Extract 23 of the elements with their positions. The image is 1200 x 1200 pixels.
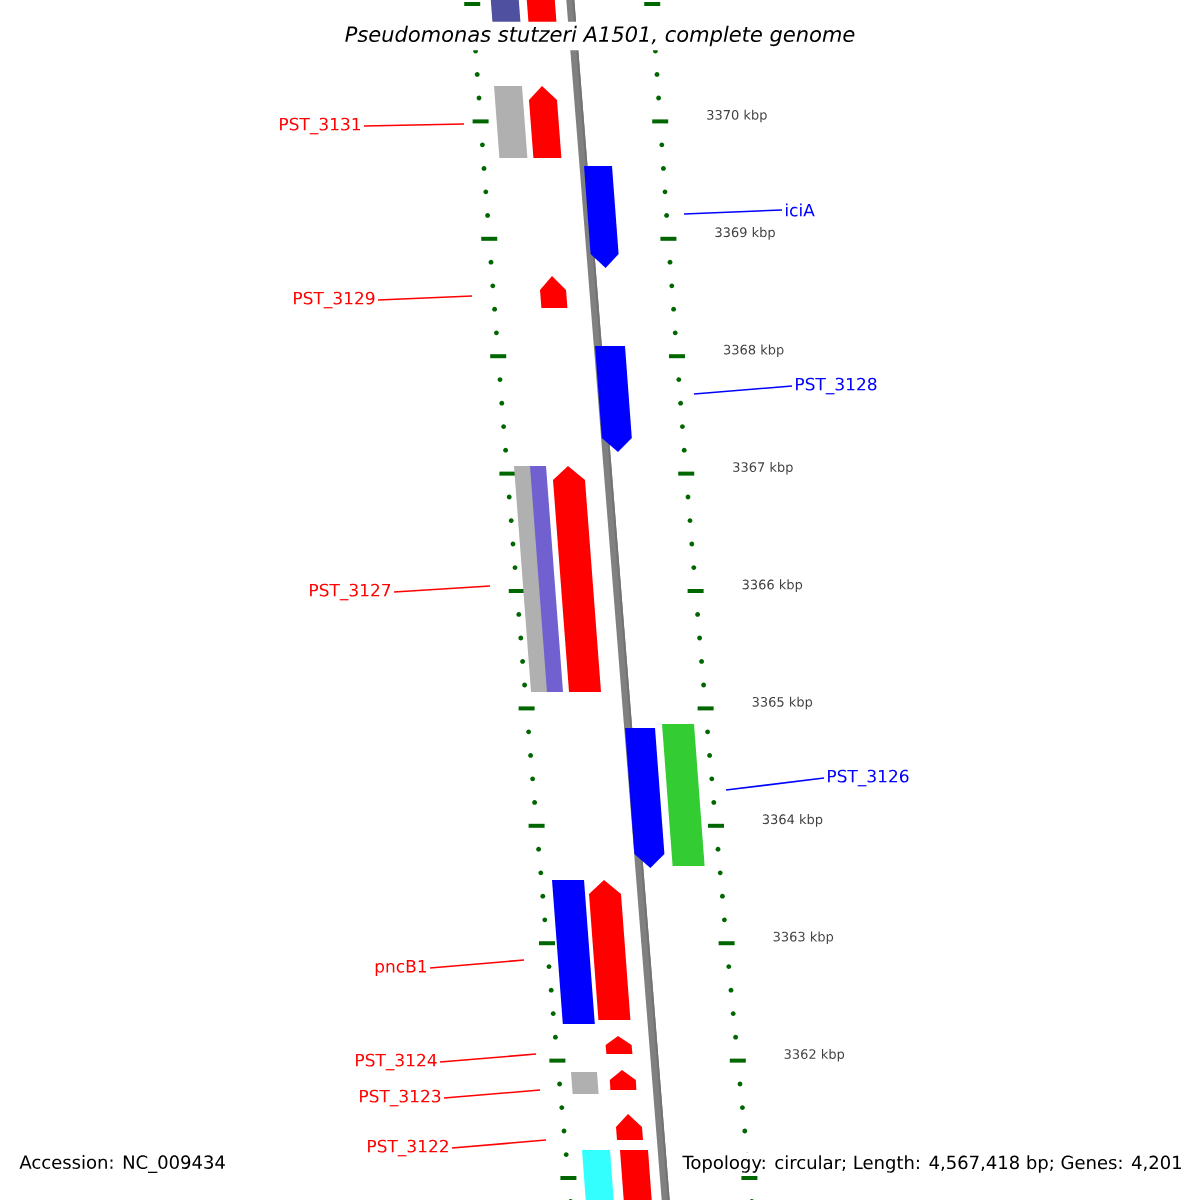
leader-line [393,585,491,593]
leader-line [429,959,525,969]
leader-line [439,1053,537,1063]
gene-label: PST_3129 [294,291,375,309]
leader-line [363,123,465,127]
gene-label: pncB1 [375,960,427,976]
gene-label: PST_3122 [368,1139,448,1157]
leader-line [725,777,825,791]
gene-label: PST_3124 [356,1053,437,1071]
leader-line [683,209,783,215]
gene-label: iciA [786,203,815,217]
leader-line [377,295,473,301]
leader-line [443,1089,541,1099]
gene-label: PST_3127 [310,583,391,601]
genome-info-label: Topology: circular; Length: 4,567,418 bp; Genes: 4,201 [679,1152,1186,1176]
gene-label: PST_3128 [796,377,877,395]
accession-label: Accession: NC_009434 [16,1152,229,1176]
title: Pseudomonas stutzeri A1501, complete genome [340,21,860,51]
gene-label: PST_3123 [360,1089,441,1107]
gene-label: PST_3131 [280,117,361,135]
leader-line [451,1139,547,1149]
gene-label: PST_3126 [828,769,909,787]
leader-line [693,385,793,395]
